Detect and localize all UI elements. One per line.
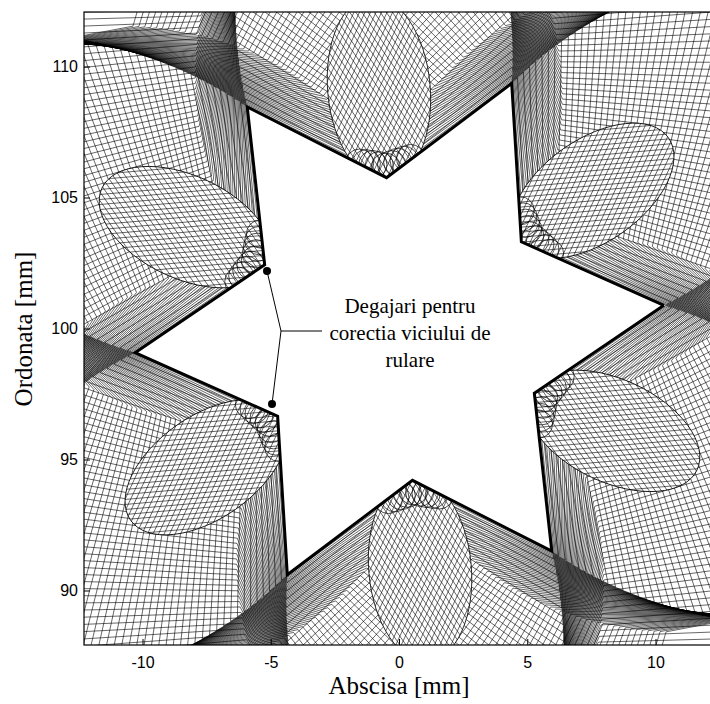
envelope-line bbox=[84, 12, 710, 645]
envelope-line bbox=[84, 12, 710, 645]
envelope-line bbox=[84, 12, 710, 645]
y-tick-label: 90 bbox=[60, 582, 78, 600]
star-profile bbox=[135, 83, 664, 575]
envelope-line bbox=[84, 12, 710, 645]
tick-mark bbox=[84, 329, 90, 330]
leader-line bbox=[272, 331, 281, 404]
envelope-line bbox=[84, 12, 710, 645]
envelope-line bbox=[84, 12, 710, 645]
envelope-line bbox=[84, 12, 710, 645]
envelope-line bbox=[84, 12, 710, 645]
tick-mark bbox=[84, 67, 90, 68]
tick-mark bbox=[143, 639, 144, 645]
envelope-line bbox=[84, 12, 710, 645]
x-axis-title: Abscisa [mm] bbox=[329, 672, 470, 700]
tick-mark bbox=[527, 639, 528, 645]
y-tick-label: 95 bbox=[60, 451, 78, 469]
envelope-line bbox=[84, 12, 710, 645]
x-tick-label: 5 bbox=[523, 654, 532, 672]
marker-dot bbox=[268, 400, 276, 408]
tick-mark bbox=[84, 591, 90, 592]
envelope-line bbox=[84, 12, 710, 645]
y-tick-label: 110 bbox=[52, 58, 78, 76]
envelope-line bbox=[84, 12, 710, 645]
envelope-line bbox=[84, 12, 710, 645]
marker-dot bbox=[263, 267, 271, 275]
envelope-line bbox=[84, 12, 710, 645]
envelope-line bbox=[84, 12, 710, 645]
tick-mark bbox=[84, 460, 90, 461]
envelope-line bbox=[84, 12, 710, 645]
y-tick-label: 105 bbox=[51, 189, 78, 207]
envelope-line bbox=[84, 12, 710, 645]
leader-line bbox=[281, 331, 322, 332]
y-tick-label: 100 bbox=[51, 320, 78, 338]
envelope-line bbox=[84, 12, 710, 645]
envelope-line bbox=[84, 12, 710, 645]
envelope-line bbox=[84, 12, 710, 645]
envelope-line bbox=[84, 12, 710, 645]
envelope-line bbox=[84, 12, 710, 645]
envelope-line bbox=[84, 12, 710, 645]
plot-frame bbox=[84, 12, 710, 645]
envelope-line bbox=[84, 12, 710, 645]
envelope-line bbox=[84, 12, 710, 645]
x-tick-label: 10 bbox=[647, 654, 665, 672]
envelope-line bbox=[84, 12, 710, 645]
tick-mark bbox=[656, 639, 657, 645]
envelope-line bbox=[84, 12, 710, 645]
leader-line bbox=[267, 271, 281, 331]
envelope-line bbox=[84, 12, 710, 645]
x-tick-label: -5 bbox=[264, 654, 278, 672]
envelope-line bbox=[84, 12, 710, 645]
envelope-line bbox=[84, 12, 710, 645]
envelope-line bbox=[84, 12, 710, 645]
envelope-line bbox=[84, 12, 710, 645]
envelope-line bbox=[84, 12, 710, 645]
envelope-line bbox=[84, 12, 710, 645]
mesh bbox=[84, 12, 710, 645]
tick-mark bbox=[271, 639, 272, 645]
envelope-line bbox=[84, 12, 710, 645]
envelope-line bbox=[84, 12, 710, 645]
tick-mark bbox=[84, 198, 90, 199]
envelope-line bbox=[84, 12, 710, 645]
envelope-line bbox=[84, 12, 710, 645]
envelope-line bbox=[84, 12, 710, 645]
envelope-line bbox=[84, 12, 710, 645]
envelope-line bbox=[84, 12, 710, 645]
envelope-line bbox=[84, 12, 710, 645]
y-axis-title: Ordonata [mm] bbox=[10, 252, 38, 407]
tick-mark bbox=[399, 639, 400, 645]
x-tick-label: -10 bbox=[131, 654, 154, 672]
envelope-line bbox=[84, 12, 710, 645]
envelope-line bbox=[84, 12, 710, 645]
envelope-line bbox=[84, 12, 710, 645]
envelope-line bbox=[84, 12, 710, 645]
x-tick-label: 0 bbox=[395, 654, 404, 672]
envelope-line bbox=[84, 12, 710, 645]
envelope-line bbox=[84, 12, 710, 645]
envelope-line bbox=[84, 12, 710, 645]
annotation-note: Degajari pentru corectia viciului de rul… bbox=[326, 293, 494, 374]
